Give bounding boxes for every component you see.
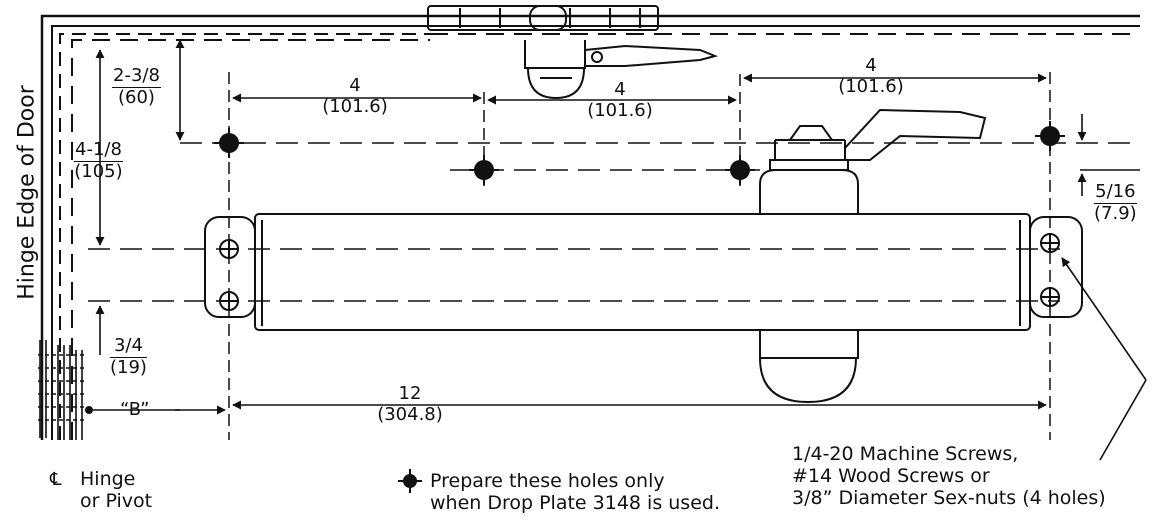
drop-plate-legend: Prepare these holes only when Drop Plate… (430, 470, 721, 515)
dim-length: 12 (304.8) (355, 383, 465, 425)
dim-5-16-metric: (7.9) (1094, 202, 1137, 224)
dim-h3-metric: (101.6) (838, 75, 904, 97)
hinge-label-line-2: or Pivot (80, 489, 153, 512)
door-frame (40, 14, 1140, 440)
dim-h1: 4 (101.6) (300, 75, 410, 117)
dim-2-3-8-metric: (60) (117, 86, 155, 108)
dim-length-value: 12 (398, 383, 422, 404)
dim-h1-value: 4 (349, 75, 361, 96)
closer-body (204, 108, 1083, 404)
dim-b-label: “B” (120, 399, 150, 420)
top-bracket (427, 5, 719, 100)
dim-h2-metric: (101.6) (587, 99, 653, 121)
drop-plate-holes (85, 121, 1065, 493)
dimension-lines (90, 39, 1147, 461)
legend-line-1: Prepare these holes only (430, 470, 665, 492)
dim-length-metric: (304.8) (377, 403, 443, 425)
dim-h1-metric: (101.6) (322, 95, 388, 117)
dim-h2: 4 (101.6) (565, 79, 675, 121)
dim-5-16-value: 5/16 (1094, 181, 1137, 204)
screws-note-line-3: 3/8” Diameter Sex-nuts (4 holes) (792, 486, 1106, 509)
dim-2-3-8-value: 2-3/8 (112, 65, 161, 88)
dim-h3: 4 (101.6) (816, 55, 926, 97)
dim-4-1-8-value: 4-1/8 (74, 139, 123, 162)
dim-4-1-8-metric: (105) (74, 160, 123, 182)
hinge-edge-label: Hinge Edge of Door (14, 85, 40, 300)
screws-note: 1/4-20 Machine Screws, #14 Wood Screws o… (792, 443, 1106, 510)
screws-note-line-1: 1/4-20 Machine Screws, (792, 443, 1019, 465)
hinge-hatching (38, 340, 86, 440)
dim-5-16: 5/16 (7.9) (1094, 181, 1137, 224)
dim-h3-value: 4 (865, 55, 877, 76)
legend-line-2: when Drop Plate 3148 is used. (430, 491, 721, 514)
dim-h2-value: 4 (614, 79, 626, 100)
dim-3-4: 3/4 (19) (110, 335, 147, 378)
screws-note-line-2: #14 Wood Screws or (792, 464, 990, 487)
dim-3-4-metric: (19) (110, 356, 147, 378)
screw-holes (219, 233, 1060, 311)
center-lines (88, 72, 1140, 440)
dim-4-1-8: 4-1/8 (105) (74, 139, 123, 182)
dim-2-3-8: 2-3/8 (60) (112, 65, 161, 108)
centerline-symbol: ℄ (50, 469, 62, 490)
hinge-label-line-1: Hinge (80, 468, 136, 490)
dim-3-4-value: 3/4 (110, 335, 147, 358)
hinge-pivot-label: Hinge or Pivot (80, 468, 153, 513)
